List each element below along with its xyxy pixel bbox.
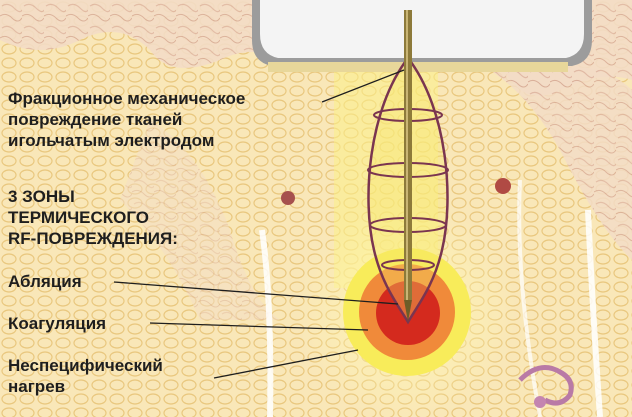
- ablation-label: Абляция: [8, 271, 82, 292]
- nonspecific-heating-line-1: Неспецифический: [8, 355, 163, 376]
- device-housing-face: [260, 0, 584, 58]
- needle-damage-line-3: игольчатым электродом: [8, 130, 245, 151]
- needle-damage-label: Фракционное механическое повреждение тка…: [8, 88, 245, 151]
- needle-damage-line-1: Фракционное механическое: [8, 88, 245, 109]
- ablation-text: Абляция: [8, 271, 82, 292]
- nonspecific-heating-line-2: нагрев: [8, 376, 163, 397]
- zones-heading-line-2: ТЕРМИЧЕСКОГО: [8, 207, 178, 228]
- nonspecific-heating-label: Неспецифический нагрев: [8, 355, 163, 397]
- needle-damage-line-2: повреждение тканей: [8, 109, 245, 130]
- nerve-ending-dot: [534, 396, 546, 408]
- zones-heading: 3 ЗОНЫ ТЕРМИЧЕСКОГО RF-ПОВРЕЖДЕНИЯ:: [8, 186, 178, 249]
- coagulation-label: Коагуляция: [8, 313, 106, 334]
- zones-heading-line-3: RF-ПОВРЕЖДЕНИЯ:: [8, 228, 178, 249]
- blood-vessel-right: [495, 178, 511, 194]
- blood-vessel-left: [281, 191, 295, 205]
- coagulation-text: Коагуляция: [8, 313, 106, 334]
- zones-heading-line-1: 3 ЗОНЫ: [8, 186, 178, 207]
- needle-highlight: [406, 10, 408, 300]
